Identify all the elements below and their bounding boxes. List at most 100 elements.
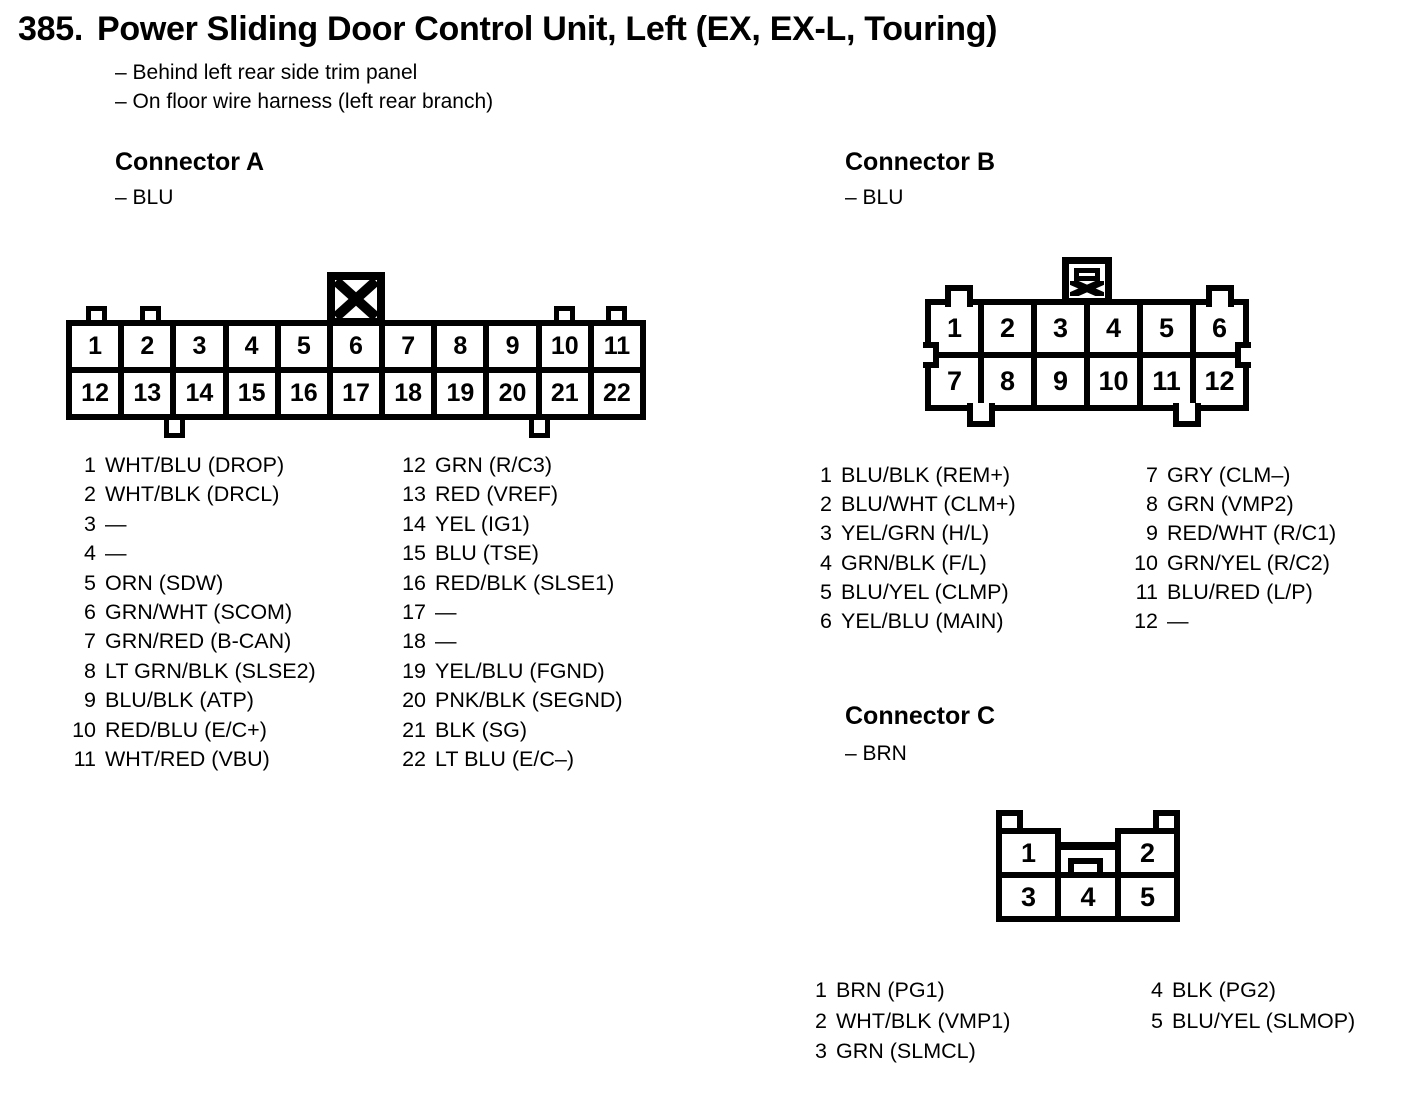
- pin-list-item: 19 YEL/BLU (FGND): [390, 657, 623, 686]
- pin-label: BLU/BLK (REM+): [841, 463, 1011, 487]
- pin-cell-c3: 3: [996, 872, 1061, 922]
- pin-label: —: [435, 629, 457, 654]
- section-title: Power Sliding Door Control Unit, Left (E…: [96, 10, 998, 48]
- pin-number: 4: [84, 541, 96, 566]
- mount-tab: [967, 403, 995, 427]
- pin-list-item: 18—: [390, 627, 623, 656]
- pin-number: 7: [84, 629, 96, 654]
- pin-list-item: 8 GRN (VMP2): [1120, 490, 1336, 519]
- location-notes: – Behind left rear side trim panel – On …: [115, 58, 493, 116]
- pin-cell-b5: 5: [1143, 305, 1190, 352]
- mount-tab: [606, 306, 627, 320]
- x-key-icon: [335, 280, 377, 318]
- pin-list-item: 14 YEL (IG1): [390, 510, 623, 539]
- mount-tab: [140, 306, 161, 320]
- pin-cell-c2: 2: [1115, 828, 1180, 878]
- connector-c-heading: Connector C: [845, 702, 995, 730]
- pin-number: 4: [1151, 978, 1163, 1002]
- key-tab: [1068, 858, 1103, 872]
- pin-label: BLU (TSE): [435, 541, 539, 566]
- pin-label: LT BLU (E/C–): [435, 747, 574, 772]
- pin-label: BLU/WHT (CLM+): [841, 492, 1016, 517]
- pin-cell-a5: 5: [280, 326, 327, 367]
- pin-label: GRN/BLK (F/L): [841, 550, 987, 575]
- pin-number: 3: [820, 521, 832, 546]
- section-number: 385.: [18, 10, 83, 48]
- pin-cell-a11: 11: [593, 326, 640, 367]
- pin-label: WHT/BLU (DROP): [105, 453, 285, 477]
- side-notch: [1235, 342, 1251, 368]
- pin-label: GRN (R/C3): [435, 453, 553, 477]
- housing-step: [1153, 810, 1180, 834]
- mount-tab: [529, 420, 550, 438]
- pin-label: GRN/RED (B-CAN): [105, 629, 292, 654]
- pin-cell-a7: 7: [385, 326, 432, 367]
- pin-label: GRN/YEL (R/C2): [1167, 550, 1330, 575]
- pin-label: —: [1167, 609, 1189, 634]
- pin-label: —: [435, 600, 457, 625]
- pin-cell-b10: 10: [1090, 358, 1137, 405]
- pin-number: 21: [402, 717, 426, 742]
- pin-number: 7: [1146, 463, 1158, 487]
- mount-tab: [86, 306, 107, 320]
- pin-number: 11: [73, 747, 96, 772]
- pin-label: GRN (VMP2): [1167, 492, 1294, 517]
- pin-number: 10: [72, 717, 96, 742]
- pin-list-item: 3—: [60, 510, 316, 539]
- pin-number: 12: [1134, 609, 1158, 634]
- pin-number: 3: [84, 511, 96, 536]
- pin-cell-b11: 11: [1143, 358, 1190, 405]
- pin-label: BLU/BLK (ATP): [105, 688, 254, 713]
- pin-cell-b7: 7: [931, 358, 978, 405]
- pin-label: WHT/RED (VBU): [105, 747, 270, 772]
- pin-label: RED/WHT (R/C1): [1167, 521, 1337, 546]
- connector-a-color-label: – BLU: [115, 186, 174, 209]
- pin-cell-a15: 15: [228, 373, 275, 414]
- pin-label: YEL/BLU (FGND): [435, 658, 605, 683]
- pin-label: —: [105, 511, 127, 536]
- pin-cell-a20: 20: [489, 373, 536, 414]
- pin-label: YEL (IG1): [435, 511, 530, 536]
- pin-label: BRN (PG1): [836, 978, 945, 1002]
- pin-cell-a6: 6: [332, 326, 380, 367]
- pin-cell-a14: 14: [176, 373, 223, 414]
- pin-cell-b6: 6: [1196, 305, 1243, 352]
- pin-number: 8: [1146, 492, 1158, 517]
- pin-cell-a3: 3: [176, 326, 223, 367]
- pin-number: 8: [84, 658, 96, 683]
- page-title: 385. Power Sliding Door Control Unit, Le…: [18, 10, 998, 49]
- pin-cell-a4: 4: [228, 326, 275, 367]
- pin-number: 5: [820, 579, 832, 604]
- pin-list-item: 17—: [390, 598, 623, 627]
- pin-number: 15: [402, 541, 426, 566]
- pin-cell-a10: 10: [541, 326, 588, 367]
- pin-number: 14: [402, 511, 426, 536]
- connector-c-color-label: – BRN: [845, 742, 907, 765]
- mount-tab: [164, 420, 185, 438]
- key-slot: [1074, 268, 1100, 281]
- key-tab: [327, 272, 385, 326]
- pin-number: 19: [402, 658, 426, 683]
- note-line: – On floor wire harness (left rear branc…: [115, 90, 494, 113]
- pin-cell-a16: 16: [280, 373, 327, 414]
- mount-tab: [554, 306, 575, 320]
- pin-number: 10: [1134, 550, 1158, 575]
- pin-list-item: 12 —: [1120, 607, 1336, 636]
- x-key-icon: [1070, 281, 1104, 296]
- mount-tab: [1173, 403, 1201, 427]
- connector-b-color-label: – BLU: [845, 186, 904, 209]
